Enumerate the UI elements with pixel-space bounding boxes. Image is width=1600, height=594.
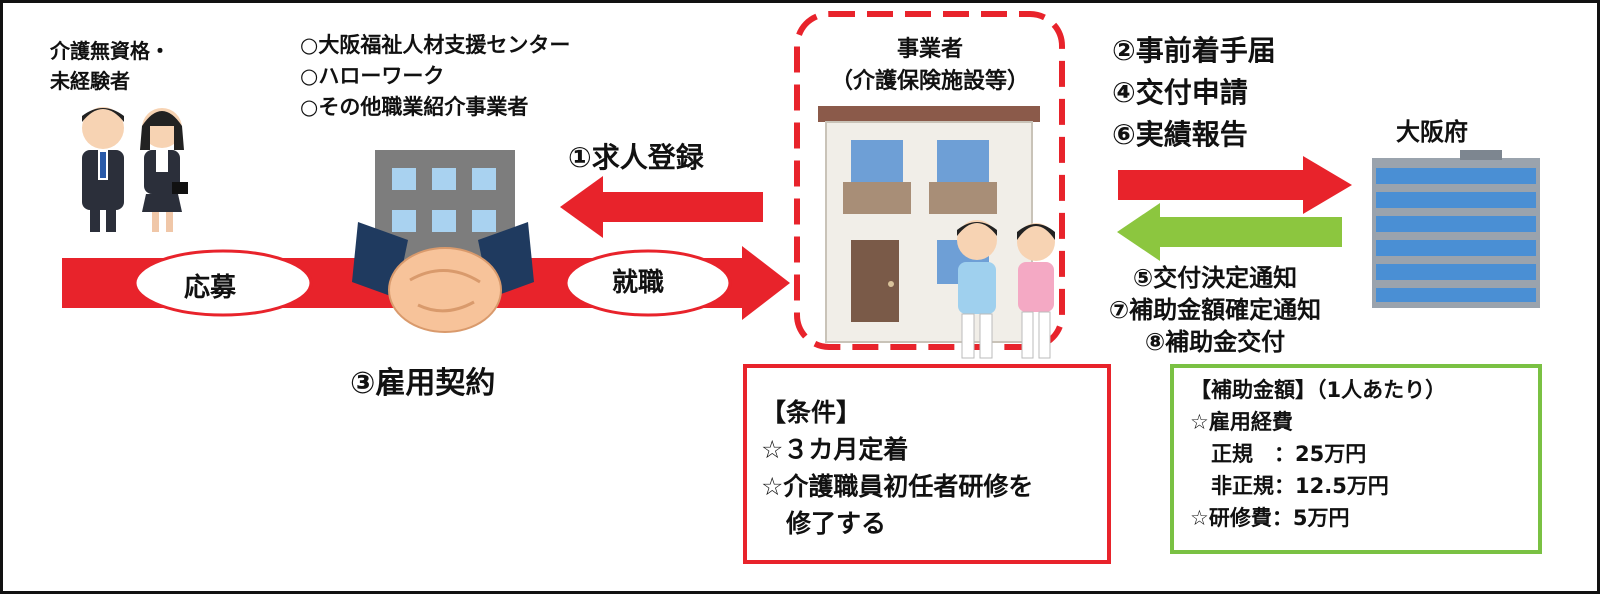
subsidy-amount-box: 【補助金額】（1人あたり） ☆雇用経費 正規 ：25万円 非正規：12.5万円 … [1170, 364, 1542, 554]
agency-item: ○ハローワーク [300, 64, 445, 88]
apply-oval [133, 249, 313, 317]
agency-list: ○大阪福祉人材支援センター ○ハローワーク ○その他職業紹介事業者 [300, 30, 570, 123]
subsidy-item: ☆雇用経費 [1190, 410, 1293, 434]
step-item: ⑥実績報告 [1112, 118, 1248, 151]
job-seekers-icon [82, 107, 188, 232]
steps-to-prefecture: ②事前着手届 ④交付申請 ⑥実績報告 [1112, 30, 1276, 156]
from-prefecture-arrow [1117, 203, 1342, 261]
employment-contract-label: ③雇用契約 [350, 366, 496, 401]
agency-item: ○その他職業紹介事業者 [300, 95, 529, 119]
steps-from-prefecture: ⑤交付決定通知 ⑦補助金額確定通知 ⑧補助金交付 [1070, 262, 1360, 358]
handshake-icon [352, 222, 534, 333]
employer-label: 事業者 （介護保険施設等） [830, 37, 1029, 94]
condition-item: ☆介護職員初任者研修を [761, 472, 1034, 501]
job-seekers-label: 介護無資格・ 未経験者 [50, 39, 170, 93]
subsidy-title: 【補助金額】（1人あたり） [1190, 378, 1447, 402]
prefecture-label: 大阪府 [1396, 118, 1468, 146]
job-registration-arrow [560, 176, 763, 238]
step-item: ⑦補助金額確定通知 [1108, 296, 1322, 324]
step-item: ④交付申請 [1112, 76, 1248, 109]
employ-label: 就職 [612, 268, 665, 298]
conditions-title: 【条件】 [761, 398, 862, 427]
step-item: ⑧補助金交付 [1144, 328, 1286, 356]
apply-label: 応募 [184, 273, 237, 303]
condition-item: 修了する [761, 509, 887, 538]
to-prefecture-arrow [1118, 156, 1352, 214]
care-workers-icon [957, 220, 1055, 359]
agency-item: ○大阪福祉人材支援センター [300, 33, 571, 57]
condition-item: ☆３カ月定着 [761, 435, 909, 464]
prefectural-office-icon [1372, 150, 1540, 308]
care-facility-icon [818, 106, 1040, 343]
conditions-box: 【条件】 ☆３カ月定着 ☆介護職員初任者研修を 修了する [743, 364, 1111, 564]
subsidy-item: 正規 ：25万円 [1190, 442, 1367, 466]
step-item: ②事前着手届 [1112, 34, 1276, 67]
subsidy-item: 非正規：12.5万円 [1190, 474, 1389, 498]
subsidy-item: ☆研修費：5万円 [1190, 506, 1350, 530]
employ-oval [564, 249, 732, 317]
step-item: ⑤交付決定通知 [1132, 264, 1298, 292]
employer-dashed-frame [794, 11, 1065, 350]
job-registration-label: ①求人登録 [568, 141, 704, 174]
